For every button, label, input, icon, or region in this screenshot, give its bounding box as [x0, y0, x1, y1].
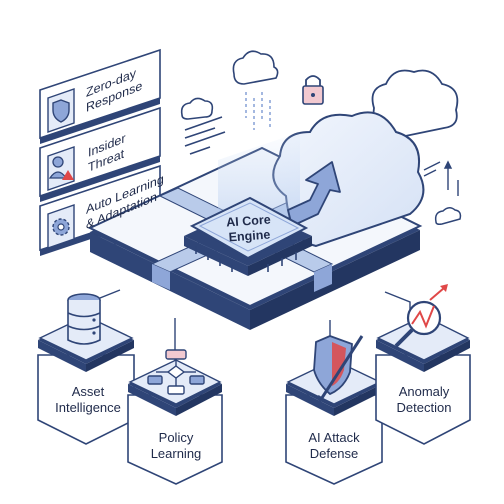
shield-sword-icon: [313, 335, 364, 405]
database-icon: [67, 293, 101, 345]
document-lines-icon: [184, 116, 226, 155]
arrow-up-icon: [287, 161, 341, 227]
lock-icon: [302, 75, 324, 105]
ai-core-chip: [184, 196, 312, 276]
module-label-line: AI Attack: [308, 430, 360, 445]
module-label-line: Intelligence: [55, 400, 121, 415]
module-label-line: Detection: [396, 400, 452, 415]
gear-icon: [52, 218, 70, 236]
module-label-line: Policy: [158, 430, 194, 445]
module-label-ai-attack-defense: AI Attack Defense: [292, 430, 376, 462]
module-policy-learning: [127, 359, 223, 485]
user-alert-icon: [48, 156, 74, 180]
cloud-icon: [180, 97, 214, 120]
module-label-anomaly-detection: Anomaly Detection: [382, 384, 466, 416]
module-label-line: Defense: [309, 446, 359, 461]
shield-icon: [52, 99, 70, 123]
cloud-tiny-icon: [434, 207, 462, 225]
sparkle-marks: [423, 160, 459, 196]
module-label-line: Asset: [71, 384, 105, 399]
module-label-asset-intelligence: Asset Intelligence: [46, 384, 130, 416]
cloud-small-icon: [232, 50, 279, 85]
module-label-policy-learning: Policy Learning: [134, 430, 218, 462]
module-label-line: Anomaly: [398, 384, 450, 399]
module-label-line: Learning: [150, 446, 202, 461]
ai-core-label: AI Core Engine: [213, 212, 285, 247]
panel-zero-day: [39, 48, 161, 144]
magnifier-chart-icon: [394, 284, 448, 348]
flowchart-icon: [147, 349, 205, 395]
data-stream-icon: [245, 92, 271, 130]
module-anomaly-detection: [375, 315, 471, 445]
left-panel-stack: [39, 48, 161, 256]
